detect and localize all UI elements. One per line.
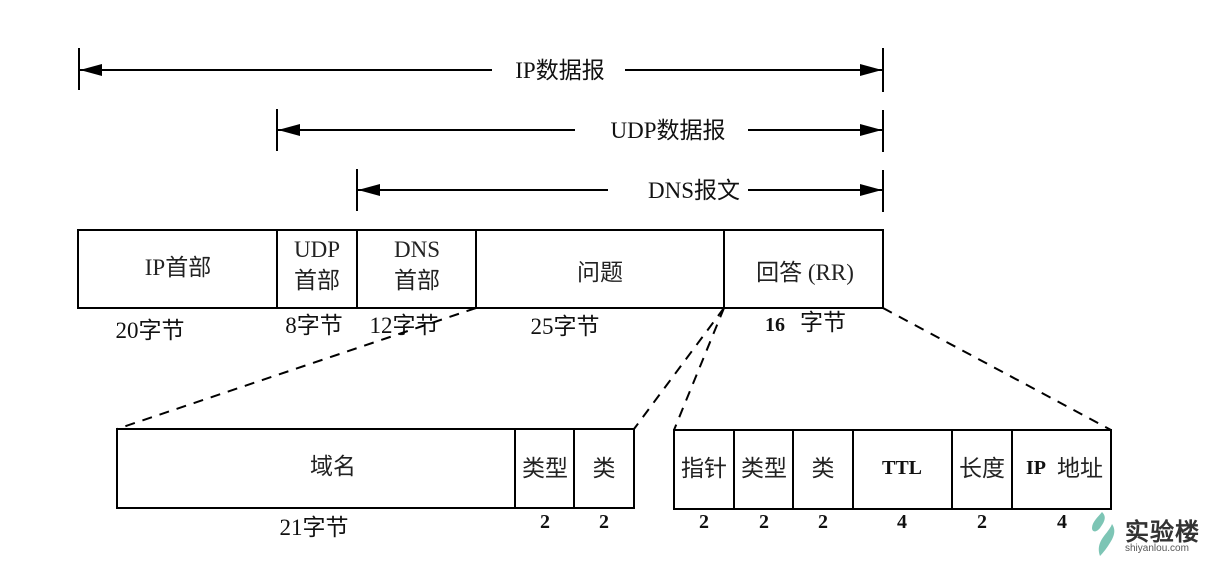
answer-size-number: 16: [765, 314, 785, 336]
question-row-frame: [116, 428, 635, 509]
answer-expand-left: [673, 307, 725, 431]
answer-row-frame: [673, 429, 1112, 510]
dns-message-span: DNS报文: [356, 169, 884, 212]
rr-class-cell: 类: [812, 456, 835, 481]
udp-header-size: 8字节: [285, 313, 343, 338]
rdlength-size: 2: [977, 511, 987, 533]
query-type-cell: 类型: [522, 456, 568, 481]
domain-name-cell: 域名: [310, 454, 356, 479]
question-cell: 问题: [577, 260, 623, 285]
pointer-size: 2: [699, 511, 709, 533]
rr-type-size: 2: [759, 511, 769, 533]
question-expand-right: [633, 307, 725, 430]
logo-name: 实验楼: [1125, 519, 1200, 546]
ip-header-cell: IP首部: [145, 255, 211, 280]
question-size: 25字节: [531, 314, 600, 339]
dns-header-size: 12字节: [370, 313, 439, 338]
dns-header-cell-line1: DNS: [394, 237, 440, 262]
expansion-lines: [116, 307, 1112, 431]
udp-header-cell-line2: 首部: [294, 268, 340, 293]
dns-message-label: DNS报文: [648, 178, 740, 203]
question-expand-left: [116, 307, 477, 430]
dns-header-cell-line2: 首部: [394, 268, 440, 293]
query-class-size: 2: [599, 511, 609, 533]
udp-datagram-span: UDP数据报: [276, 109, 884, 152]
ip-address-cell-ip: IP: [1026, 457, 1046, 479]
ip-address-cell-addr: 地址: [1057, 456, 1103, 481]
question-section-row: 域名 类型 类 21字节 2 2: [116, 428, 635, 540]
rr-class-size: 2: [818, 511, 828, 533]
query-class-cell: 类: [593, 456, 616, 481]
answer-rr-row: 指针 类型 类 TTL 长度 IP 地址 2 2 2 4 2 4: [673, 429, 1112, 533]
ip-datagram-label: IP数据报: [515, 58, 604, 83]
ttl-size: 4: [897, 511, 907, 533]
answer-rr-cell: 回答 (RR): [756, 260, 854, 285]
udp-datagram-label: UDP数据报: [610, 118, 725, 143]
answer-expand-right: [882, 307, 1112, 431]
shiyanlou-leaf-icon: [1092, 512, 1115, 556]
ip-address-size: 4: [1057, 511, 1067, 533]
domain-name-size: 21字节: [280, 515, 349, 540]
rr-type-cell: 类型: [741, 456, 787, 481]
rdlength-cell: 长度: [959, 456, 1005, 481]
ip-header-size: 20字节: [116, 318, 185, 343]
ip-datagram-span: IP数据报: [78, 48, 884, 92]
pointer-cell: 指针: [681, 456, 727, 481]
udp-header-cell-line1: UDP: [294, 237, 340, 262]
shiyanlou-logo: 实验楼 shiyanlou.com: [1088, 510, 1218, 560]
ttl-cell: TTL: [882, 457, 922, 479]
packet-top-row: IP首部 UDP 首部 DNS 首部 问题 回答 (RR) 20字节 8字节 1…: [77, 229, 884, 343]
leaf-upper: [1092, 512, 1105, 532]
leaf-lower: [1098, 524, 1115, 556]
logo-domain: shiyanlou.com: [1125, 543, 1189, 554]
answer-size-unit: 字节: [800, 310, 846, 335]
top-row-frame: [77, 229, 884, 309]
query-type-size: 2: [540, 511, 550, 533]
